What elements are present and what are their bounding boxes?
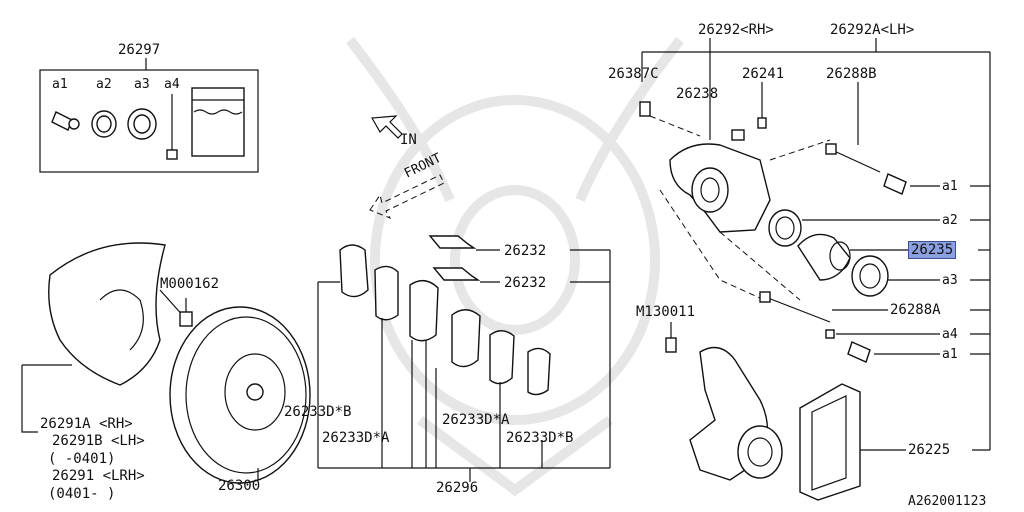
label-kit-26297: 26297 [118,42,161,58]
label-kit-a2: a2 [96,77,112,92]
label-bleeder-cap-26238: 26238 [676,86,719,102]
steering-knuckle [665,322,783,481]
label-pad-26233da-left: 26233D*A [322,430,390,446]
label-boot-a1-lower: a1 [942,347,958,362]
label-caliper-26292a-lh: 26292A<LH> [830,22,915,38]
label-range-0401-on: (0401- ) [48,486,116,502]
in-arrow-icon [371,115,403,139]
label-seal-a2: a2 [942,213,958,228]
caliper-assembly [639,38,991,450]
label-support-26225: 26225 [908,442,951,458]
brake-rotor [169,306,311,484]
label-pad-26233da-right: 26233D*A [442,412,510,428]
label-26291b-lh: 26291B <LH> [52,433,145,449]
label-rotor-26300: 26300 [218,478,261,494]
label-pin-26288a: 26288A [890,302,941,318]
kit-box [39,58,259,173]
caliper-support [799,383,990,501]
label-piston-26235[interactable]: 26235 [908,241,957,259]
label-range-0401: ( -0401) [48,451,116,467]
label-kit-a1: a1 [52,77,68,92]
dust-shield [21,242,186,433]
label-26291a-rh: 26291A <RH> [40,416,133,432]
label-in-arrow: IN [400,132,417,148]
label-bleeder-26241: 26241 [742,66,785,82]
label-caliper-26292-rh: 26292<RH> [698,22,774,38]
label-kit-a3: a3 [134,77,150,92]
label-clip-26232-lower: 26232 [504,275,547,291]
diagram-code: A262001123 [908,494,987,509]
label-boot-a3: a3 [942,273,958,288]
label-m000162: M000162 [160,276,220,292]
pad-clips [428,235,500,283]
label-pad-26233db-left: 26233D*B [284,404,352,420]
label-bolt-26387c: 26387C [608,66,659,82]
label-clip-26232-upper: 26232 [504,243,547,259]
front-arrow-icon [369,174,445,219]
watermark-emblem [346,36,684,497]
brake-pads [317,244,611,482]
label-26291-lrh: 26291 <LRH> [52,468,145,484]
bolt-m000162 [179,298,193,327]
label-pin-26288b: 26288B [826,66,877,82]
label-boot-a1-upper: a1 [942,179,958,194]
label-pad-set-26296: 26296 [436,480,479,496]
label-m130011: M130011 [636,304,696,320]
label-kit-a4: a4 [164,77,180,92]
label-cap-a4: a4 [942,327,958,342]
label-pad-26233db-right: 26233D*B [506,430,574,446]
